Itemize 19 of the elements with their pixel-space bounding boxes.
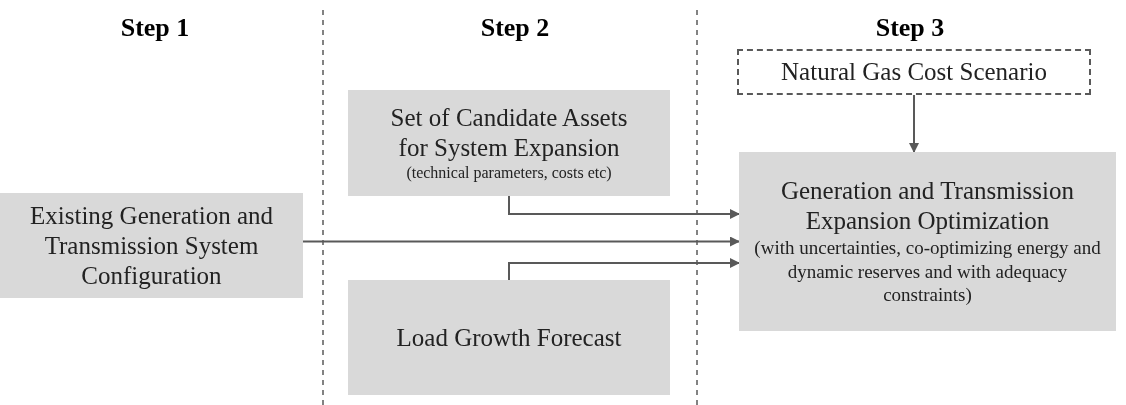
process-box	[348, 280, 670, 395]
step-heading: Step 2	[480, 14, 550, 43]
arrow	[508, 195, 740, 219]
box-note: (technical parameters, costs etc)	[406, 163, 612, 183]
process-box	[0, 193, 303, 298]
arrow	[909, 94, 919, 153]
step-heading: Step 1	[120, 14, 190, 43]
box-title: Load Growth Forecast	[396, 322, 622, 353]
arrow	[302, 236, 740, 247]
process-box	[739, 152, 1116, 331]
arrow	[508, 258, 740, 281]
dashed-box	[737, 49, 1091, 95]
box-title: Generation and Transmission Expansion Optimization	[779, 175, 1075, 236]
process-box	[348, 90, 670, 196]
box-note: (with uncertainties, co-optimizing energy and dynamic reserves and with adequacy constraints)	[753, 235, 1102, 308]
box-title: Set of Candidate Assets for System Expansion	[389, 103, 629, 163]
box-title: Existing Generation and Transmission System Configuration	[29, 200, 274, 291]
box-title: Natural Gas Cost Scenario	[781, 57, 1047, 87]
step-heading: Step 3	[875, 14, 945, 43]
